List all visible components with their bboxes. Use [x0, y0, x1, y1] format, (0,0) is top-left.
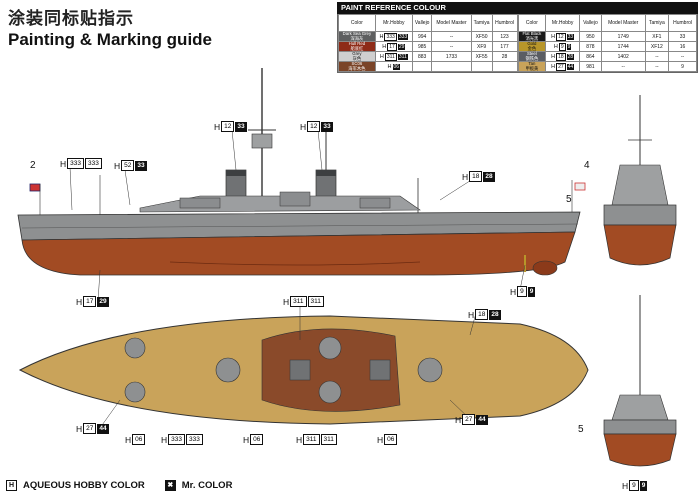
paint-value-humbrol: 9 — [668, 61, 697, 72]
mr-color-legend-label: Mr. COLOR — [181, 480, 233, 491]
column-header: Humbrol — [668, 14, 697, 32]
marker-5-side: 5 — [566, 194, 572, 205]
paint-table-title: PAINT REFERENCE COLOUR — [337, 2, 698, 14]
marker-2: 2 — [30, 160, 36, 171]
legend: H AQUEOUS HOBBY COLOR ✖ Mr. COLOR — [6, 480, 232, 491]
side-view — [17, 68, 586, 276]
paint-value-model-master — [431, 61, 472, 72]
deck-view — [18, 315, 589, 425]
marker-5-bow: 5 — [578, 424, 584, 435]
column-header: Vallejo — [411, 14, 433, 32]
page-title-cn: 涂装同标贴指示 — [8, 9, 134, 29]
hobby-legend-label: AQUEOUS HOBBY COLOR — [23, 480, 145, 491]
paint-value-humbrol — [491, 61, 518, 72]
paint-value-model-master: -- — [600, 61, 646, 72]
front-view — [603, 95, 677, 266]
mr-color-symbol: ✖ — [164, 480, 176, 491]
bow-view — [603, 295, 677, 467]
paint-value-tamiya — [470, 61, 493, 72]
column-header: Model Master — [431, 14, 472, 32]
page-title: Painting & Marking guide — [8, 30, 213, 49]
column-header: Color — [338, 14, 376, 32]
column-header: Humbrol — [491, 14, 518, 32]
hobby-symbol: H — [6, 480, 17, 491]
column-header: Color — [517, 14, 547, 32]
marker-4: 4 — [584, 160, 590, 171]
column-header: Vallejo — [578, 14, 602, 32]
